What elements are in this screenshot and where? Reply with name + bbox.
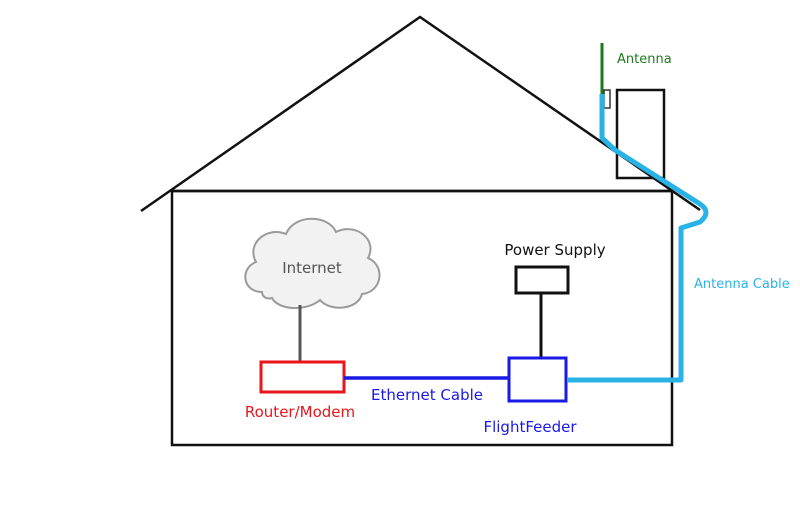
flightfeeder-label: FlightFeeder — [483, 418, 577, 436]
antenna-bracket — [603, 89, 611, 109]
router-modem-box — [259, 360, 346, 394]
internet-cloud — [244, 217, 381, 309]
router-modem-label: Router/Modem — [245, 403, 355, 421]
house-walls — [170, 189, 674, 447]
ethernet-cable-label: Ethernet Cable — [371, 386, 483, 404]
power-supply-box — [514, 265, 570, 295]
flightfeeder-box — [507, 356, 568, 403]
power-supply-label: Power Supply — [504, 241, 605, 259]
antenna-cable-label: Antenna Cable — [694, 277, 790, 292]
internet-label: Internet — [282, 259, 342, 277]
antenna-label: Antenna — [617, 52, 672, 67]
antenna-cable — [568, 94, 709, 383]
